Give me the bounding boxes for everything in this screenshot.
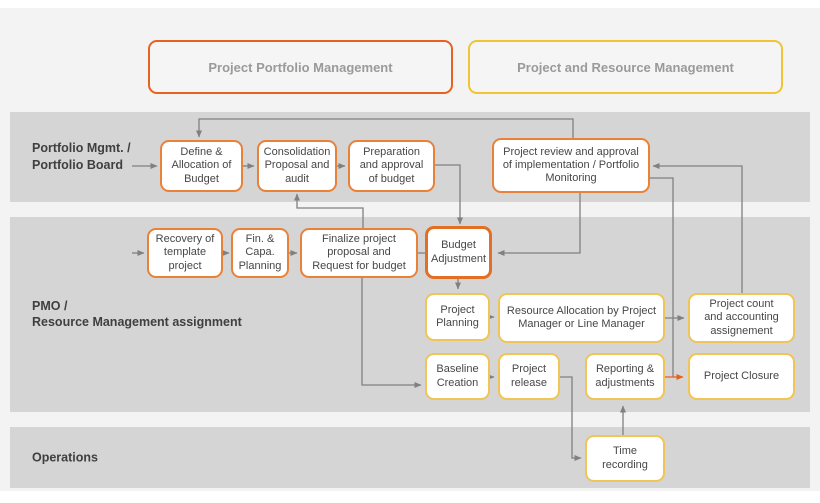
connector-release-to-time-recording: [560, 376, 582, 461]
node-reporting-adjustments: Reporting & adjustments: [585, 353, 665, 400]
connector-preparation-to-budget-adjustment: [435, 164, 463, 225]
node-project-release: Project release: [498, 353, 560, 400]
header-prm-label: Project and Resource Management: [517, 59, 734, 75]
connector-project-count-to-review: [652, 163, 743, 293]
connector-finalize-to-consolidation: [294, 193, 364, 228]
node-recovery-template-project-label: Recovery of template project: [155, 233, 215, 272]
node-fin-capa-planning-label: Fin. & Capa. Planning: [238, 233, 282, 272]
node-finalize-project-proposal-label: Finalize project proposal and Request fo…: [312, 233, 406, 272]
node-project-count-accounting: Project count and accounting assignement: [688, 293, 795, 343]
node-budget-adjustment-label: Budget Adjustment: [431, 239, 487, 265]
node-resource-allocation: Resource Allocation by Project Manager o…: [498, 293, 665, 343]
header-ppm-label: Project Portfolio Management: [208, 59, 393, 75]
node-time-recording-label: Time recording: [602, 445, 648, 471]
node-project-count-accounting-label: Project count and accounting assignement: [704, 298, 779, 337]
node-project-review-portfolio-monitoring: Project review and approval of implement…: [492, 138, 650, 193]
node-baseline-creation-label: Baseline Creation: [436, 363, 479, 389]
node-fin-capa-planning: Fin. & Capa. Planning: [231, 228, 289, 278]
node-resource-allocation-label: Resource Allocation by Project Manager o…: [506, 304, 657, 330]
node-preparation-approval-budget: Preparation and approval of budget: [348, 140, 435, 192]
connector-review-to-budget-adjustment: [497, 193, 581, 256]
node-project-planning: Project Planning: [425, 293, 490, 341]
node-project-closure: Project Closure: [688, 353, 795, 400]
node-baseline-creation: Baseline Creation: [425, 353, 490, 400]
node-budget-adjustment: Budget Adjustment: [425, 226, 492, 279]
header-project-resource-management: Project and Resource Management: [468, 40, 783, 94]
node-time-recording: Time recording: [585, 435, 665, 482]
header-project-portfolio-management: Project Portfolio Management: [148, 40, 453, 94]
node-project-release-label: Project release: [510, 363, 548, 389]
node-project-closure-label: Project Closure: [703, 369, 780, 382]
node-recovery-template-project: Recovery of template project: [147, 228, 223, 278]
connector-review-to-closure-junction: [650, 177, 674, 377]
connector-finalize-to-baseline: [361, 278, 422, 388]
node-consolidation-proposal-audit-label: Consolidation Proposal and audit: [263, 146, 331, 185]
node-project-review-portfolio-monitoring-label: Project review and approval of implement…: [502, 145, 640, 185]
node-project-planning-label: Project Planning: [436, 303, 479, 329]
lane-operations-label: Operations: [32, 450, 98, 465]
connector-review-to-define-feedback: [196, 118, 574, 140]
node-consolidation-proposal-audit: Consolidation Proposal and audit: [257, 140, 337, 192]
node-define-allocation-budget-label: Define & Allocation of Budget: [171, 146, 232, 185]
node-define-allocation-budget: Define & Allocation of Budget: [160, 140, 243, 192]
lane-portfolio-board-label: Portfolio Mgmt. / Portfolio Board: [32, 141, 131, 172]
node-preparation-approval-budget-label: Preparation and approval of budget: [359, 146, 424, 185]
lane-pmo-label: PMO / Resource Management assignment: [32, 298, 242, 330]
lane-operations: Operations: [10, 427, 810, 488]
node-reporting-adjustments-label: Reporting & adjustments: [595, 363, 655, 389]
node-finalize-project-proposal: Finalize project proposal and Request fo…: [300, 228, 418, 278]
